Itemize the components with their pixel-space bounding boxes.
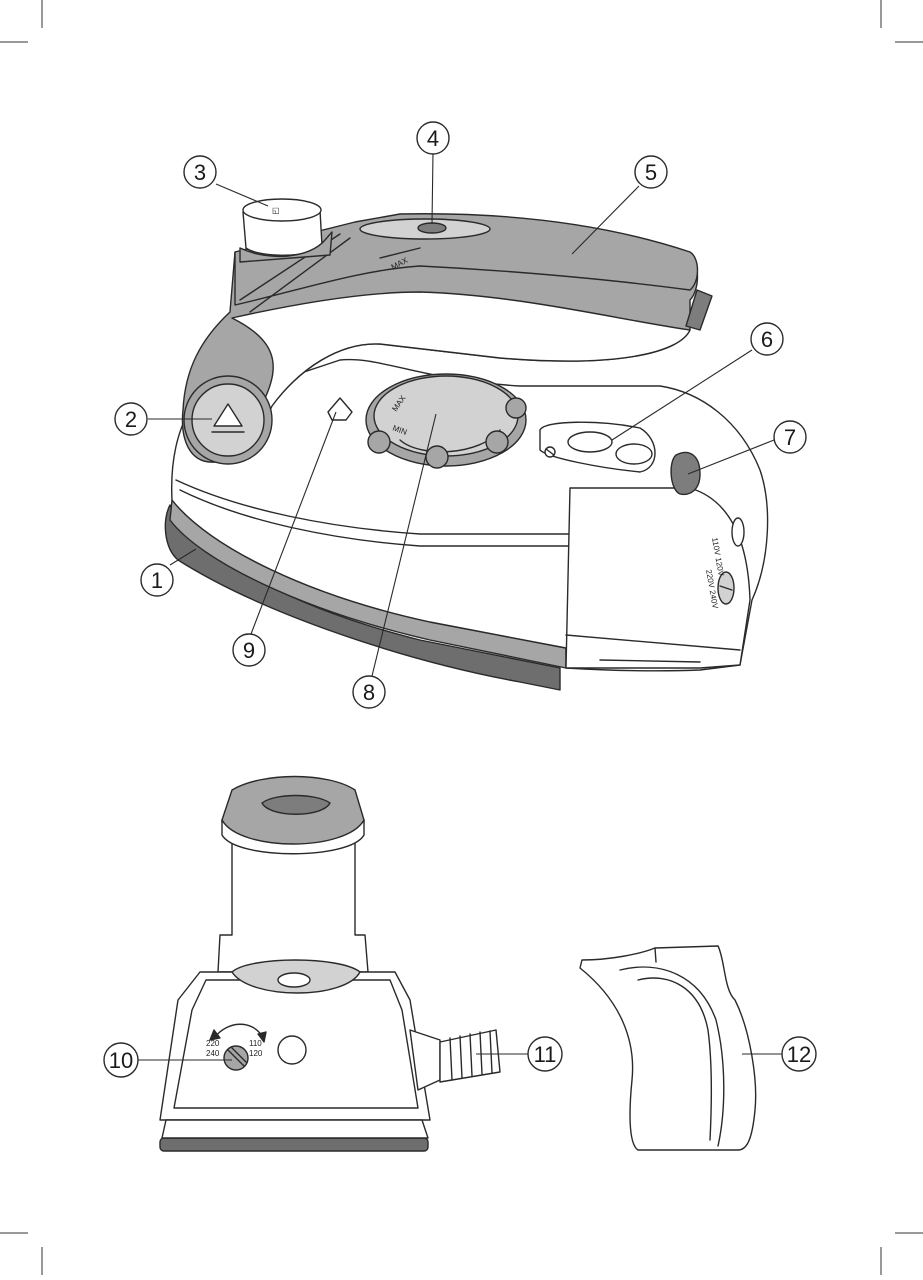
rear-round-button <box>277 1035 307 1065</box>
callout-11-label: 11 <box>534 1042 557 1067</box>
callout-4: 4 <box>416 121 450 155</box>
callout-10: 10 <box>103 1042 139 1078</box>
callout-9-label: 9 <box>243 638 255 663</box>
callout-11: 11 <box>527 1036 563 1072</box>
rear-soleplate <box>159 1137 429 1152</box>
iron-rear-view: 220 240 110 120 <box>159 775 501 1152</box>
callout-1-label: 1 <box>151 568 163 593</box>
callout-7-label: 7 <box>784 425 796 450</box>
callout-3-label: 3 <box>194 160 206 185</box>
fold-button-triangle <box>213 403 243 427</box>
callout-2-label: 2 <box>125 407 137 432</box>
callout-5-label: 5 <box>645 160 657 185</box>
callout-4-label: 4 <box>427 126 439 151</box>
callout-9: 9 <box>232 633 266 667</box>
callout-6-label: 6 <box>761 327 773 352</box>
protective-cover-view <box>579 945 757 1151</box>
callout-8: 8 <box>352 675 386 709</box>
callout-12: 12 <box>781 1036 817 1072</box>
rear-cord-sleeve <box>409 1029 501 1091</box>
callout-leaders <box>137 151 782 1061</box>
selector-110: 110 <box>249 1039 262 1048</box>
callout-5: 5 <box>634 155 668 189</box>
spray-nozzle-shape <box>327 397 353 421</box>
cover-shape <box>579 945 757 1151</box>
callout-10-label: 10 <box>109 1048 133 1073</box>
callout-3: 3 <box>183 155 217 189</box>
callout-6: 6 <box>750 322 784 356</box>
callout-12-label: 12 <box>787 1042 811 1067</box>
selector-220: 220 <box>206 1039 220 1048</box>
iron-side-view: MAX ◱ MAX MIN 220V 240 <box>164 198 769 691</box>
callout-2: 2 <box>114 402 148 436</box>
callout-1: 1 <box>140 563 174 597</box>
spray-button-shape <box>417 222 447 234</box>
selector-240: 240 <box>206 1049 220 1058</box>
indicator-light-shape <box>670 451 701 496</box>
callout-7: 7 <box>773 420 807 454</box>
svg-text:◱: ◱ <box>272 206 280 215</box>
selector-120: 120 <box>249 1049 263 1058</box>
callout-8-label: 8 <box>363 680 375 705</box>
